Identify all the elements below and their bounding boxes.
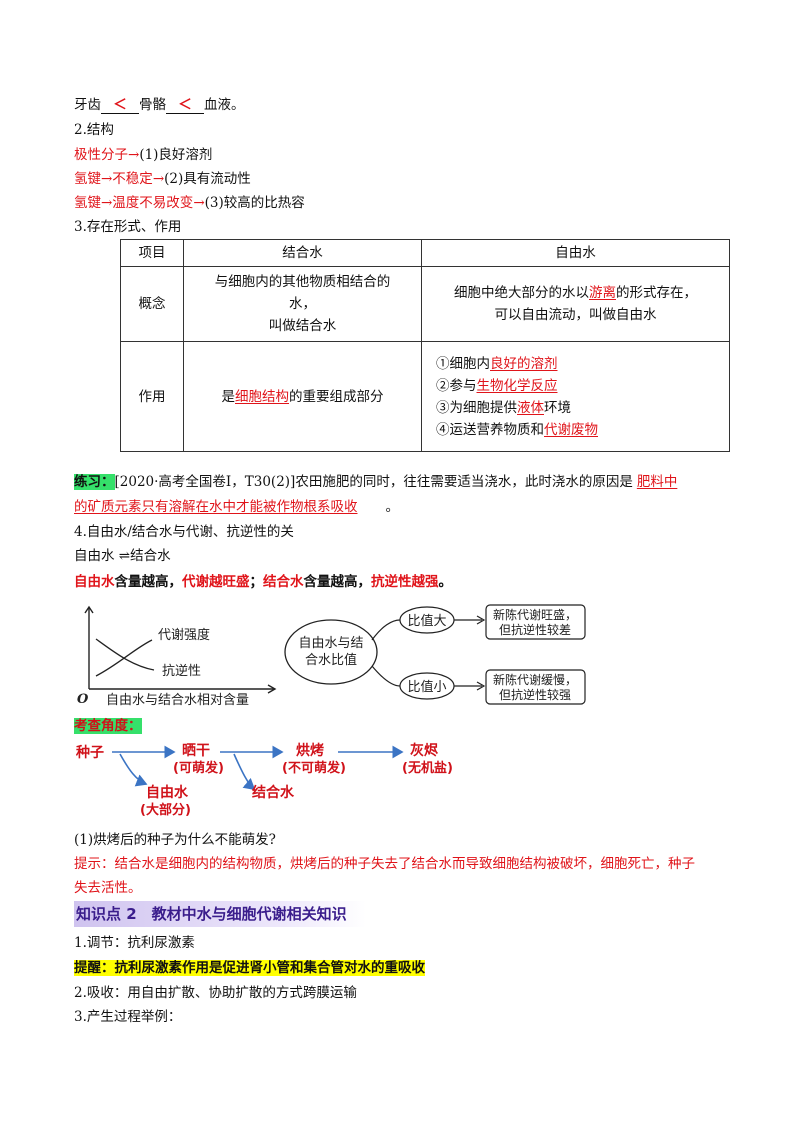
resistance-label: 抗逆性 — [162, 663, 201, 679]
reversible-arrow-icon: ⇌ — [118, 548, 131, 564]
origin-label: O — [77, 692, 89, 707]
angle-tag: 考查角度： — [74, 718, 142, 734]
svg-text:(大部分): (大部分) — [140, 802, 191, 818]
exercise-line-2: 的矿质元素只有溶解在水中才能被作物根系吸收​。 — [74, 499, 399, 515]
y-axis-arrow-icon — [84, 605, 94, 614]
outcome-box-1 — [485, 604, 586, 640]
metabolism-resistance-graph: 代谢强度 抗逆性 O 自由水与结合水相对含量 — [77, 605, 277, 708]
form-heading: 3.存在形式、作用 — [74, 219, 182, 235]
row-label-function: 作用 — [120, 341, 184, 452]
table-header-item: 项目 — [120, 239, 184, 267]
svg-text:新陈代谢旺盛，: 新陈代谢旺盛， — [493, 607, 577, 622]
svg-text:比值小: 比值小 — [407, 679, 446, 695]
ratio-diagram: 自由水与结 合水比值 比值大 比值小 新陈代谢旺盛， 但抗逆性较差 新陈代谢缓慢… — [284, 604, 586, 705]
cell-bound-concept: 与细胞内的其他物质相结合的 水， 叫做结合水 — [183, 266, 422, 342]
row-label-concept: 概念 — [120, 266, 184, 342]
seed-label: 种子 — [75, 744, 104, 761]
kp2-line-3: 3.产生过程举例： — [74, 1009, 182, 1025]
ratio-center-node — [284, 619, 378, 685]
svg-text:但抗逆性较差: 但抗逆性较差 — [499, 622, 571, 637]
baked-label: 烘烤 — [296, 742, 324, 759]
water-form-table: 项目 结合水 自由水 概念 与细胞内的其他物质相结合的 水， 叫做结合水 细胞中… — [120, 239, 730, 452]
arrow-right-icon — [476, 681, 486, 691]
structure-heading: 2.结构 — [74, 122, 114, 138]
arrow-right-icon — [476, 615, 486, 625]
structure-row-2: 氢键→不稳定→(2)具有流动性 — [74, 171, 251, 187]
cell-free-concept: 细胞中绝大部分的水以游离的形式存在， 可以自由流动，叫做自由水 — [421, 266, 730, 342]
kp2-line-2: 2.吸收：用自由扩散、协助扩散的方式跨膜运输 — [74, 985, 357, 1001]
s4-heading: 4.自由水/结合水与代谢、抗逆性的关 — [74, 524, 294, 540]
kp2-tip-line: 提醒：抗利尿激素作用是促进肾小管和集合管对水的重吸收 — [74, 958, 425, 978]
angle-tag-line: 考查角度： — [74, 716, 142, 736]
hint-line-1: 提示：结合水是细胞内的结构物质，烘烤后的种子失去了结合水而导致细胞结构被破坏，细… — [74, 856, 695, 872]
svg-text:(可萌发): (可萌发) — [173, 760, 224, 776]
question-1: (1)烘烤后的种子为什么不能萌发? — [74, 832, 276, 848]
svg-text:自由水与结: 自由水与结 — [298, 636, 363, 651]
branch-up — [371, 619, 401, 641]
bound-water-label: 结合水 — [252, 784, 295, 801]
flow-arrow-icon — [233, 753, 256, 791]
metabolism-label: 代谢强度 — [158, 627, 210, 643]
table-header-bound: 结合水 — [183, 239, 422, 267]
cell-free-function: ①细胞内良好的溶剂 ②参与生物化学反应 ③为细胞提供液体环境 ④运送营养物质和代… — [421, 341, 730, 452]
table-header-free: 自由水 — [421, 239, 730, 267]
blank-answer-2: ＜ — [166, 97, 204, 114]
outcome-box-2 — [485, 669, 586, 705]
cell-bound-function: 是细胞结构的重要组成部分 — [183, 341, 422, 452]
section-title-kp2: 知识点 2 教材中水与细胞代谢相关知识 — [74, 901, 366, 927]
branch-down — [371, 665, 401, 687]
kp2-line-1: 1.调节：抗利尿激素 — [74, 935, 195, 951]
dried-label: 晒干 — [182, 743, 210, 759]
blank-answer-1: ＜ — [101, 97, 139, 114]
x-axis-arrow-icon — [267, 684, 277, 694]
s4-key-statement: 自由水含量越高，代谢越旺盛；结合水含量越高，抗逆性越强。 — [74, 574, 452, 590]
kp2-tip: 提醒：抗利尿激素作用是促进肾小管和集合管对水的重吸收 — [74, 960, 425, 976]
svg-text:但抗逆性较强: 但抗逆性较强 — [499, 687, 571, 702]
svg-text:(不可萌发): (不可萌发) — [282, 760, 346, 776]
svg-text:(无机盐): (无机盐) — [402, 760, 453, 776]
bone-water-comparison: 牙齿＜骨骼＜血液。 — [74, 97, 245, 114]
exercise-tag: 练习： — [74, 474, 115, 490]
flow-arrow-icon — [119, 753, 148, 787]
svg-text:比值大: 比值大 — [407, 613, 446, 629]
hint-line-2: 失去活性。 — [74, 880, 142, 896]
svg-text:合水比值: 合水比值 — [305, 652, 357, 668]
ash-label: 灰烬 — [410, 742, 439, 759]
metabolism-curve — [95, 639, 153, 677]
exercise-line-1: 练习：[2020·高考全国卷Ⅰ，T30(2)]农田施肥的同时，往往需要适当浇水，… — [74, 474, 678, 490]
x-axis-label: 自由水与结合水相对含量 — [106, 692, 249, 708]
resistance-curve — [95, 638, 155, 671]
seed-flow-diagram: 种子 晒干 (可萌发) 烘烤 (不可萌发) 灰烬 (无机盐) 自由水 (大部分)… — [75, 742, 453, 818]
structure-row-1: 极性分子→(1)良好溶剂 — [74, 147, 213, 163]
water-equilibrium: 自由水 ⇌结合水 — [74, 548, 171, 564]
svg-text:新陈代谢缓慢，: 新陈代谢缓慢， — [493, 672, 577, 687]
structure-row-3: 氢键→温度不易改变→(3)较高的比热容 — [74, 195, 305, 211]
free-water-label: 自由水 — [146, 784, 189, 801]
